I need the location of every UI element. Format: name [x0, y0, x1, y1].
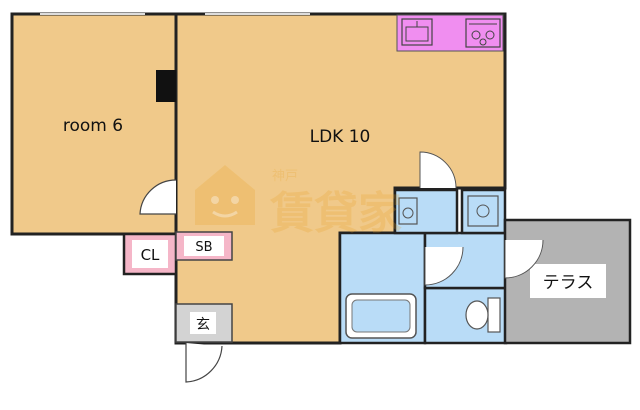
storage-label: SB	[195, 240, 212, 255]
watermark-logo: 神戸 賃貸家	[195, 165, 402, 239]
washbasin-icon	[398, 197, 418, 225]
watermark-line2: 賃貸家	[269, 188, 402, 239]
closet-label: CL	[141, 246, 160, 264]
entrance-door-icon	[185, 343, 223, 383]
wash-door-icon	[424, 246, 464, 286]
pillar	[156, 70, 176, 102]
toilet-icon	[465, 297, 501, 333]
washbasin	[393, 188, 459, 235]
watermark-line1: 神戸	[272, 169, 298, 184]
room-6-label: room 6	[63, 116, 123, 136]
entrance-label: 玄	[196, 316, 210, 333]
kitchen-counter	[396, 14, 504, 52]
ldk-label: LDK 10	[310, 127, 371, 147]
stove-icon	[465, 18, 501, 48]
bathtub-icon	[345, 293, 417, 339]
terrace-door-icon	[504, 239, 544, 279]
laundry-icon	[467, 195, 499, 227]
kitchen-door-icon	[419, 151, 457, 189]
sink-icon	[401, 18, 433, 46]
terrace-label: テラス	[543, 273, 594, 293]
room-door-icon	[139, 179, 177, 215]
